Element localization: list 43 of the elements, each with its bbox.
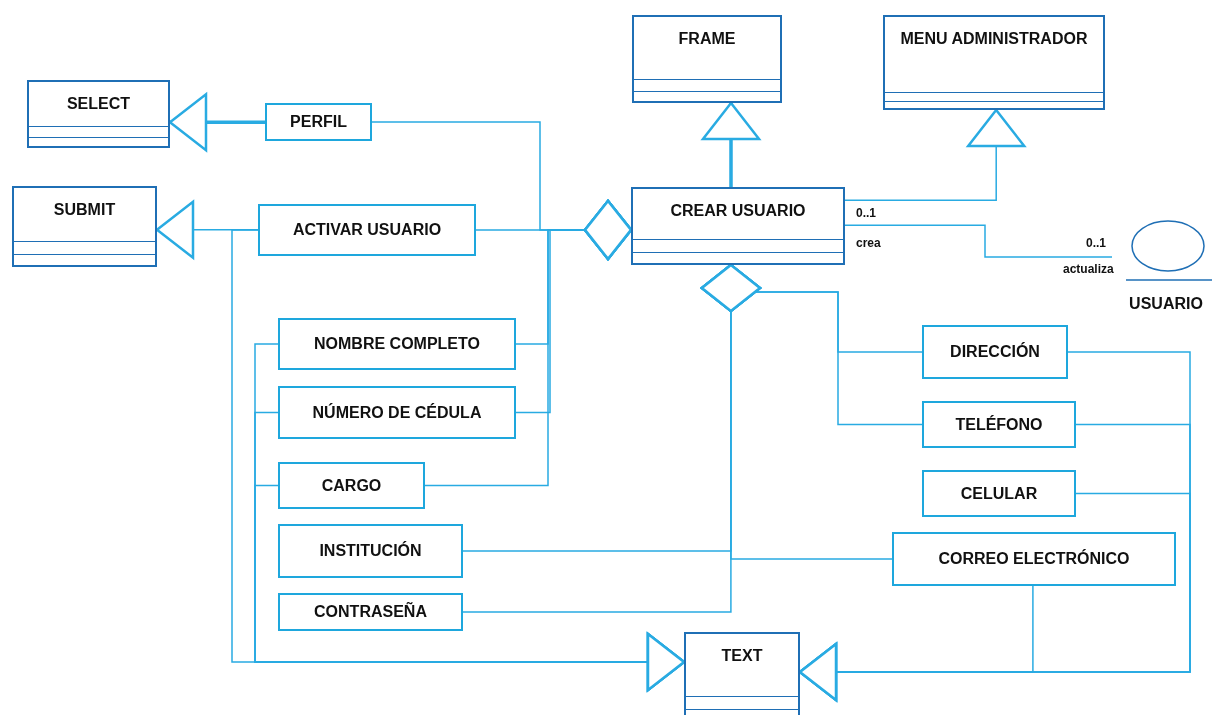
generalization-arrow	[701, 101, 761, 189]
multiplicity-label: 0..1	[855, 206, 877, 220]
class-box	[632, 15, 782, 103]
attribute-box	[922, 325, 1068, 379]
multiplicity-label: 0..1	[1085, 236, 1107, 250]
class-name: TEXT	[721, 646, 763, 666]
aggregation-line	[462, 263, 762, 613]
attribute-name: ACTIVAR USUARIO	[292, 220, 442, 240]
class-name: CREAR USUARIO	[670, 201, 806, 221]
attribute-box	[278, 386, 516, 439]
class-name: MENU ADMINISTRADOR	[900, 29, 1088, 49]
attribute-name: DIRECCIÓN	[950, 342, 1040, 362]
class-box	[883, 15, 1105, 110]
attribute-name: NOMBRE COMPLETO	[314, 334, 480, 354]
attribute-box	[278, 462, 425, 509]
class-name: FRAME	[678, 29, 736, 49]
attribute-box	[892, 532, 1176, 586]
attribute-name: CARGO	[321, 475, 382, 496]
attribute-box	[922, 470, 1076, 517]
class-box	[27, 80, 170, 148]
attribute-box	[278, 524, 463, 578]
attribute-box	[258, 204, 476, 256]
class-box	[684, 632, 800, 715]
attribute-name: NÚMERO DE CÉDULA	[312, 402, 482, 423]
entity-name: USUARIO	[1129, 295, 1203, 312]
attribute-box	[278, 318, 516, 370]
attribute-name: CELULAR	[960, 483, 1038, 504]
role-label: actualiza	[1062, 262, 1115, 276]
attribute-box	[265, 103, 372, 141]
class-name: SELECT	[66, 94, 131, 114]
class-box	[631, 187, 845, 265]
generalization-arrow	[844, 108, 1026, 202]
attribute-name: INSTITUCIÓN	[319, 541, 422, 561]
attribute-name: CORREO ELECTRÓNICO	[938, 549, 1130, 569]
class-box	[12, 186, 157, 267]
class-name: SUBMIT	[53, 200, 116, 220]
attribute-name: TELÉFONO	[955, 414, 1043, 435]
attribute-box	[278, 593, 463, 631]
aggregation-line	[424, 199, 633, 487]
attribute-name: PERFIL	[290, 112, 347, 132]
attribute-box	[922, 401, 1076, 448]
attribute-name: CONTRASEÑA	[314, 602, 427, 622]
association-line	[844, 224, 1113, 258]
